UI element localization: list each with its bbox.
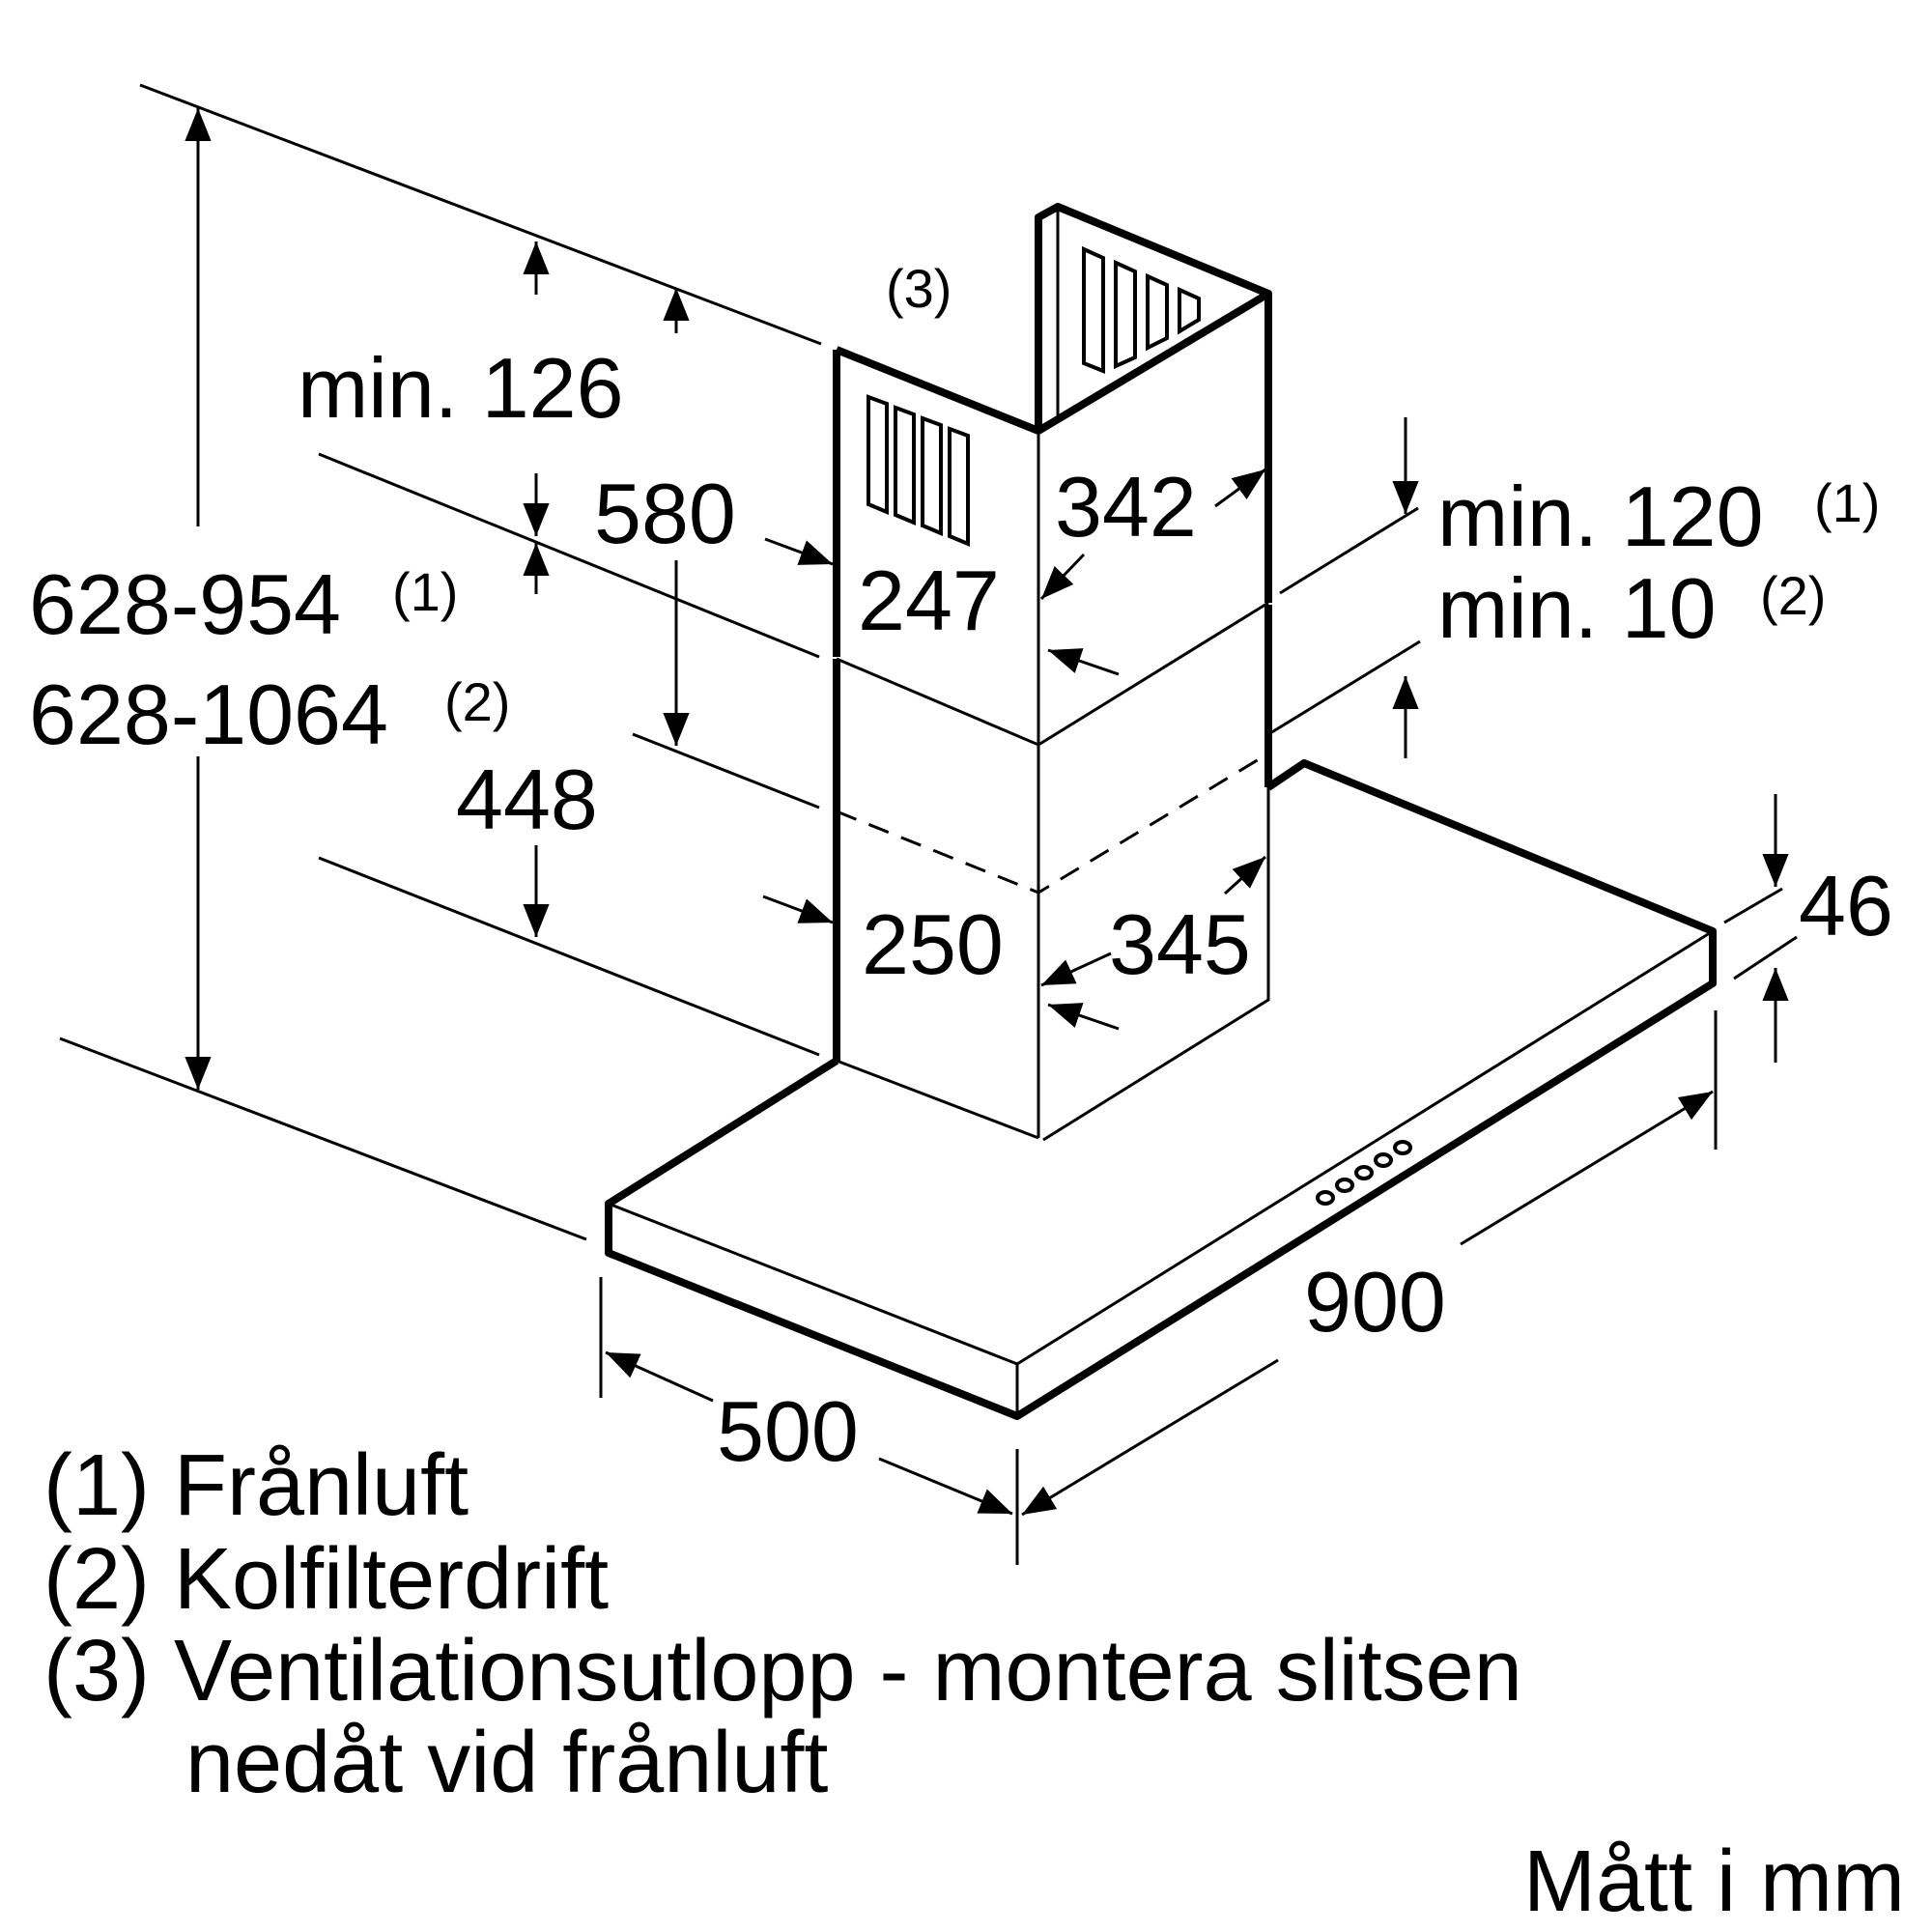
min-10-label: min. 10	[1437, 560, 1717, 656]
chimney-lower	[833, 601, 1272, 1142]
min-120-ref: (1)	[1814, 472, 1880, 533]
vent-slots-left	[867, 394, 970, 548]
legend-item-recirculation: (2) Kolfilterdrift	[43, 1531, 609, 1628]
dim-900-label: 900	[1304, 1254, 1446, 1350]
vent-slots-right	[1082, 245, 1201, 374]
dim-500-label: 500	[717, 1383, 859, 1479]
chimney-upper	[833, 203, 1272, 745]
reference-lines	[59, 83, 1798, 1565]
vent-ref-label: (3)	[886, 258, 952, 319]
legend-item-exhaust: (1) Frånluft	[43, 1437, 469, 1534]
min-10-ref: (2)	[1760, 565, 1826, 626]
dim-448-label: 448	[456, 752, 598, 847]
dim-580-label: 580	[594, 466, 736, 561]
total-height-1-ref: (1)	[392, 561, 458, 622]
legend: (1) Frånluft (2) Kolfilterdrift (3) Vent…	[43, 1437, 1522, 1811]
dim-345-label: 345	[1109, 896, 1251, 992]
dimension-arrows	[185, 108, 1789, 1517]
control-buttons	[1316, 1140, 1412, 1206]
canopy	[605, 759, 1717, 1420]
dim-46-label: 46	[1799, 858, 1893, 953]
dim-247-label: 247	[858, 553, 1000, 648]
dim-342-label: 342	[1055, 459, 1197, 554]
dim-250-label: 250	[862, 896, 1004, 992]
total-height-2-value: 628-1064	[29, 667, 388, 762]
legend-item-vent-outlet-cont: nedåt vid frånluft	[185, 1715, 828, 1811]
legend-item-vent-outlet: (3) Ventilationsutlopp - montera slitsen	[43, 1623, 1522, 1719]
dimension-labels: 628-954 (1) 628-1064 (2) min. 126 580 44…	[29, 258, 1893, 1479]
total-height-2-ref: (2)	[444, 671, 510, 732]
min-120-label: min. 120	[1437, 469, 1764, 564]
min-126-label: min. 126	[298, 340, 624, 436]
total-height-1-value: 628-954	[29, 556, 341, 652]
units-note: Mått i mm	[1523, 1833, 1905, 1930]
